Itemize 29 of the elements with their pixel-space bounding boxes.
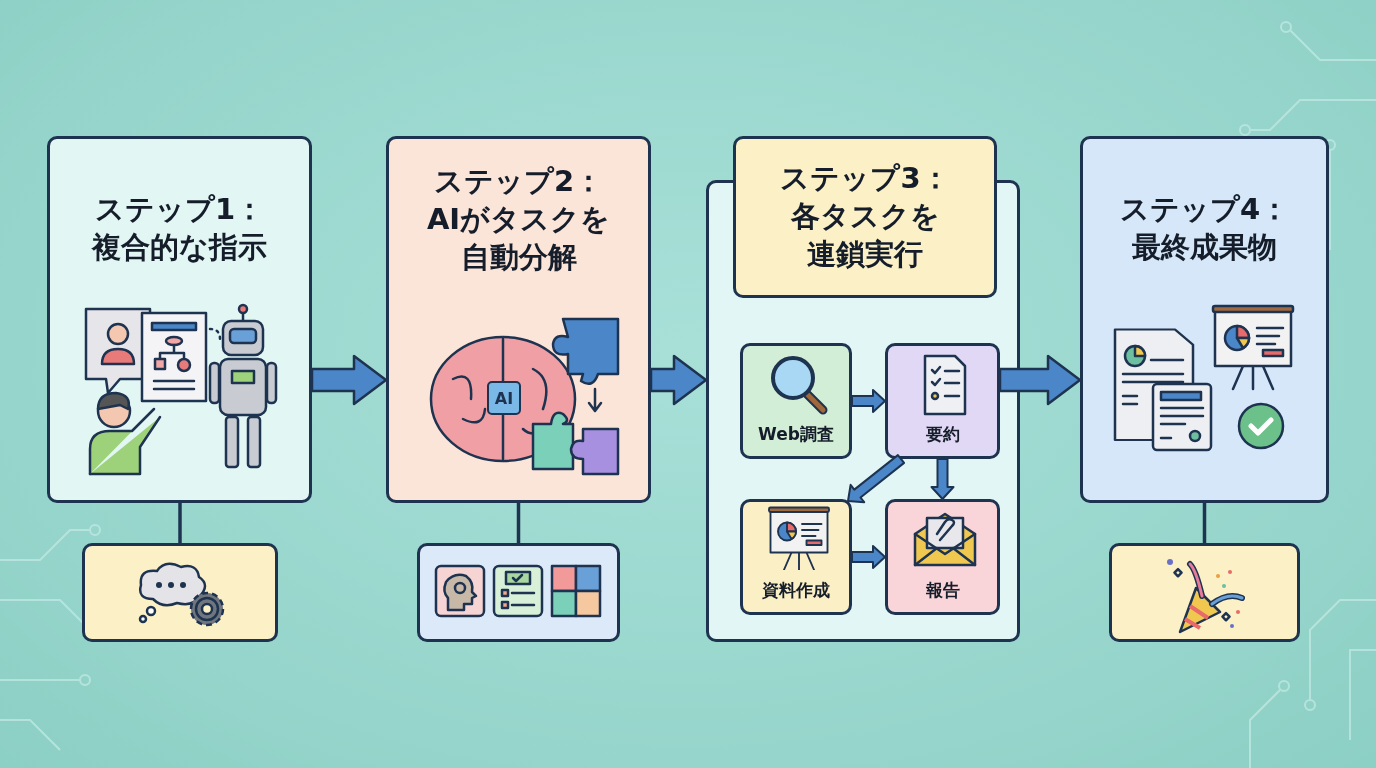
step-heading: ステップ3：各タスクを連鎖実行 xyxy=(779,160,951,273)
step-card xyxy=(1080,136,1329,503)
ai-chip-label: AI xyxy=(487,381,521,415)
task-card xyxy=(740,343,852,459)
step-card xyxy=(386,136,651,503)
block-arrow xyxy=(998,354,1082,406)
task-label: 要約 xyxy=(924,423,961,446)
step-card xyxy=(47,136,312,503)
connector-line xyxy=(178,503,182,543)
block-arrow xyxy=(851,545,886,569)
step-heading: ステップ1：複合的な指示 xyxy=(90,191,268,266)
block-arrow xyxy=(930,458,955,500)
block-arrow xyxy=(847,454,906,504)
block-arrow xyxy=(310,354,388,406)
step-heading: ステップ2：AIがタスクを自動分解 xyxy=(425,163,612,276)
icon-card xyxy=(82,543,278,642)
task-label: 資料作成 xyxy=(761,579,831,602)
block-arrow xyxy=(649,354,708,406)
task-label: 報告 xyxy=(924,579,961,602)
block-arrow xyxy=(851,389,886,413)
icon-card xyxy=(1109,543,1300,642)
connector-line xyxy=(1202,503,1207,543)
connector-line xyxy=(516,503,521,543)
task-label: Web調査 xyxy=(757,423,835,446)
step-heading: ステップ4：最終成果物 xyxy=(1118,191,1291,266)
task-card xyxy=(885,499,1000,615)
task-card xyxy=(740,499,852,615)
task-card xyxy=(885,343,1000,459)
icon-card xyxy=(417,543,620,642)
